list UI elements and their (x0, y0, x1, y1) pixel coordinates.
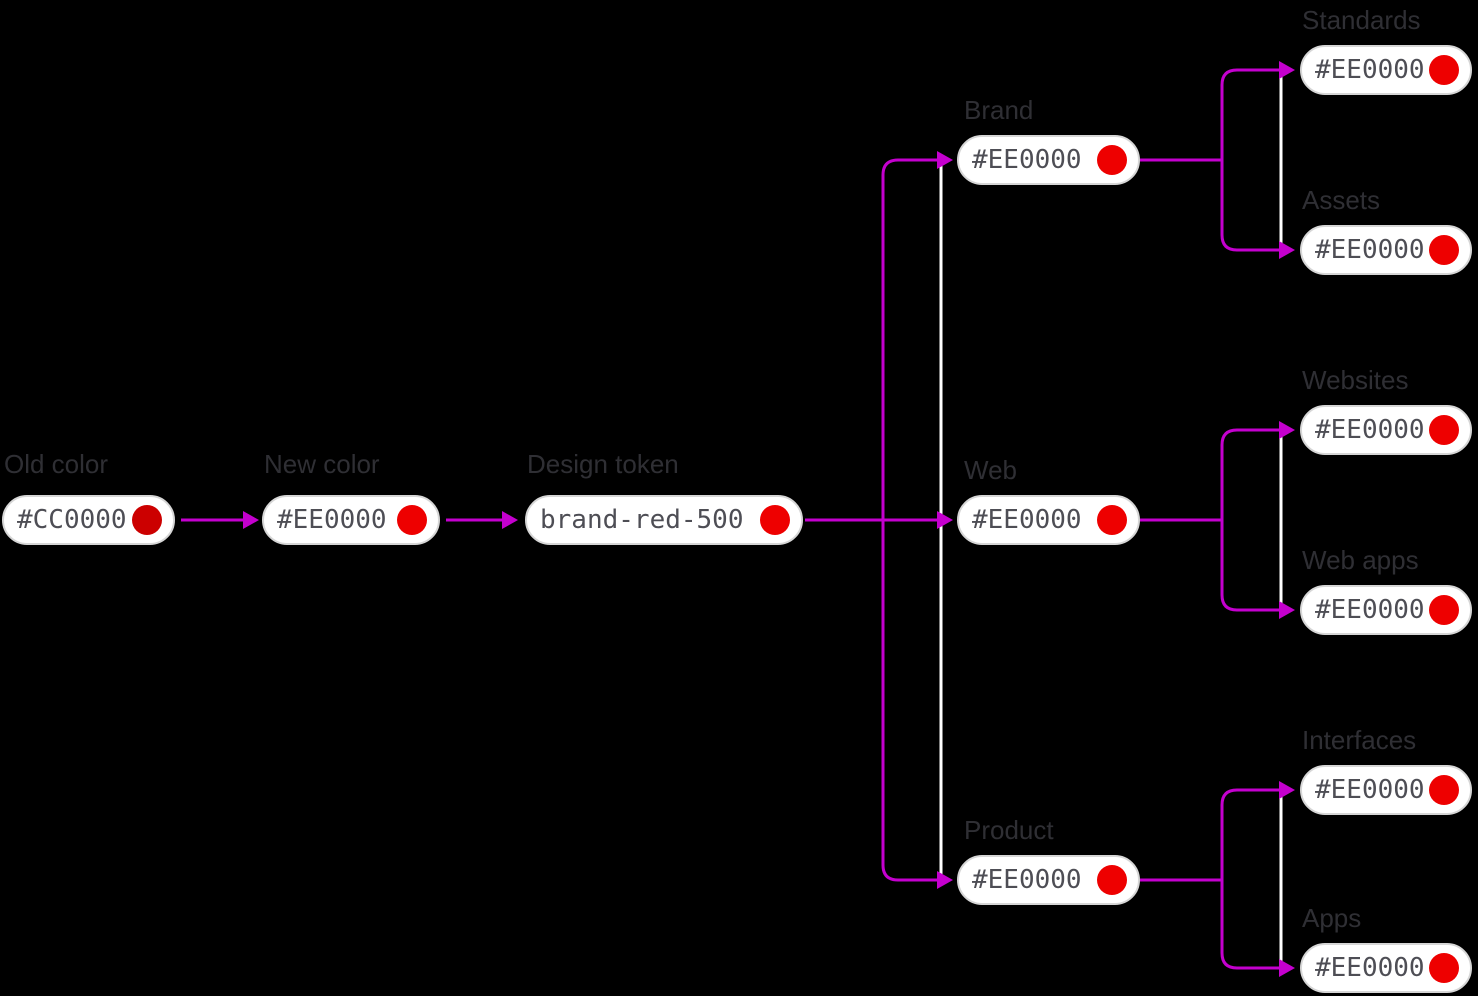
color-value: #CC0000 (17, 505, 127, 535)
color-swatch-dot (132, 505, 162, 535)
node-assets: Assets #EE0000 (1300, 185, 1472, 275)
node-label: Product (964, 815, 1054, 845)
color-swatch-dot (760, 505, 790, 535)
color-swatch-dot (1097, 145, 1127, 175)
color-value: #EE0000 (1315, 595, 1425, 625)
color-swatch-dot (1429, 953, 1459, 983)
node-label: Design token (527, 449, 679, 479)
color-swatch-dot (1097, 865, 1127, 895)
arrowhead-icon (1279, 61, 1295, 79)
arrowhead-icon (937, 511, 953, 529)
arrowhead-icon (1279, 241, 1295, 259)
token-value: brand-red-500 (540, 505, 744, 535)
node-label: Assets (1302, 185, 1381, 215)
arrowhead-icon (1279, 959, 1295, 977)
node-label: Web (964, 455, 1017, 485)
node-websites: Websites #EE0000 (1300, 365, 1472, 455)
magenta-flows (181, 61, 1295, 977)
node-label: Interfaces (1302, 725, 1417, 755)
color-value: #EE0000 (972, 505, 1082, 535)
arrowhead-icon (1279, 421, 1295, 439)
color-value: #EE0000 (972, 145, 1082, 175)
node-label: Web apps (1302, 545, 1419, 575)
color-pill: #EE0000 (957, 855, 1140, 905)
bracket-product (1220, 788, 1279, 970)
trunk-brand-product (881, 158, 937, 882)
color-pill: #EE0000 (957, 495, 1140, 545)
node-standards: Standards #EE0000 (1300, 5, 1472, 95)
node-label: New color (264, 449, 380, 479)
node-label: Apps (1302, 903, 1362, 933)
color-swatch-dot (1429, 415, 1459, 445)
node-design-token: Design token brand-red-500 (525, 449, 803, 545)
color-pill: #CC0000 (2, 495, 175, 545)
color-value: #EE0000 (1315, 775, 1425, 805)
color-pill: #EE0000 (1300, 225, 1472, 275)
node-apps: Apps #EE0000 (1300, 903, 1472, 993)
color-swatch-dot (1429, 235, 1459, 265)
color-pill: #EE0000 (1300, 943, 1472, 993)
node-label: Standards (1302, 5, 1421, 35)
node-web-apps: Web apps #EE0000 (1300, 545, 1472, 635)
node-label: Brand (964, 95, 1034, 125)
color-value: #EE0000 (1315, 55, 1425, 85)
color-value: #EE0000 (1315, 235, 1425, 265)
color-pill: #EE0000 (262, 495, 440, 545)
color-pill: #EE0000 (1300, 45, 1472, 95)
color-swatch-dot (1429, 55, 1459, 85)
node-old-color: Old color #CC0000 (2, 449, 175, 545)
color-value: #EE0000 (277, 505, 387, 535)
token-pill: brand-red-500 (525, 495, 803, 545)
color-pill: #EE0000 (1300, 585, 1472, 635)
node-brand: Brand #EE0000 (957, 95, 1140, 185)
color-value: #EE0000 (1315, 953, 1425, 983)
color-swatch-dot (1429, 595, 1459, 625)
color-pill: #EE0000 (1300, 765, 1472, 815)
color-swatch-dot (397, 505, 427, 535)
bracket-web (1220, 428, 1279, 612)
arrowhead-icon (1279, 781, 1295, 799)
color-value: #EE0000 (1315, 415, 1425, 445)
bracket-brand (1220, 68, 1279, 252)
arrowhead-icon (937, 871, 953, 889)
node-label: Websites (1302, 365, 1409, 395)
color-value: #EE0000 (972, 865, 1082, 895)
arrowhead-icon (937, 151, 953, 169)
node-product: Product #EE0000 (957, 815, 1140, 905)
node-interfaces: Interfaces #EE0000 (1300, 725, 1472, 815)
color-pill: #EE0000 (957, 135, 1140, 185)
arrowhead-icon (243, 511, 259, 529)
arrowhead-icon (1279, 601, 1295, 619)
color-swatch-dot (1429, 775, 1459, 805)
node-web: Web #EE0000 (957, 455, 1140, 545)
arrowhead-icon (502, 511, 518, 529)
color-swatch-dot (1097, 505, 1127, 535)
color-pill: #EE0000 (1300, 405, 1472, 455)
node-new-color: New color #EE0000 (262, 449, 440, 545)
node-label: Old color (4, 449, 109, 479)
